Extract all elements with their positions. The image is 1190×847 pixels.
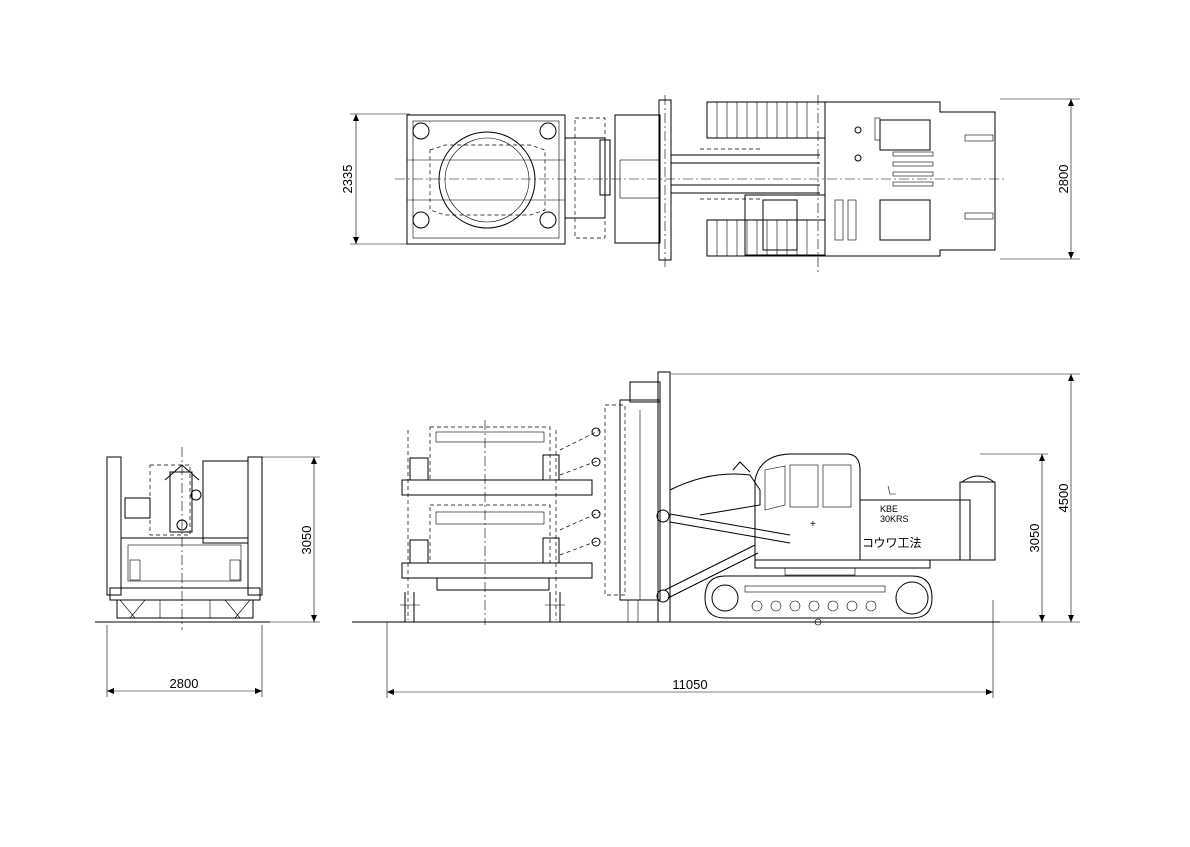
dim-top-right: 2800 [1000, 98, 1080, 260]
cab-plus-mark: + [810, 519, 816, 530]
machine-label-line2: 30KRS [880, 514, 909, 524]
dim-side-length: 11050 [386, 600, 994, 698]
dim-front-height: 3050 [262, 456, 320, 623]
dim-front-width: 2800 [106, 625, 263, 697]
side-view: 11050 3050 4500 [352, 371, 1080, 698]
front-view: 3050 2800 [95, 447, 320, 697]
dim-front-width-text: 2800 [170, 676, 199, 691]
dim-side-total-height: 4500 [671, 373, 1080, 623]
machine-label-line1: KBE [880, 504, 898, 514]
dim-top-height-text: 2800 [1056, 165, 1071, 194]
top-view: 2335 2800 [340, 95, 1080, 275]
dim-side-length-text: 11050 [672, 677, 707, 692]
machine-company-label: コウワ工法 [862, 536, 922, 550]
dim-top-width-text: 2335 [340, 165, 355, 194]
dim-side-total-height-text: 4500 [1056, 484, 1071, 513]
dim-side-height: 3050 [980, 453, 1048, 623]
dim-top-left: 2335 [340, 113, 410, 245]
dim-side-height-text: 3050 [1027, 524, 1042, 553]
dim-front-height-text: 3050 [299, 526, 314, 555]
